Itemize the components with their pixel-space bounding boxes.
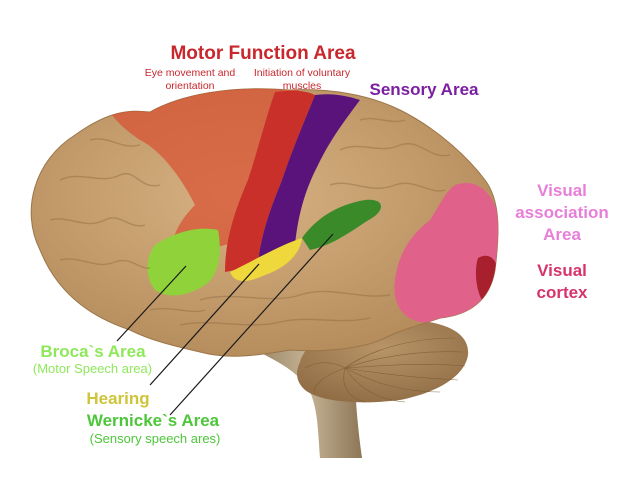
region-sensory [258,94,360,262]
eye-movement-line2: orientation [165,80,215,93]
region-hearing [230,238,302,281]
broca-pointer-line [116,265,187,342]
broca-subtitle: (Motor Speech area) [32,361,153,376]
hearing-pointer-line [149,263,260,386]
visual-association-line3: Area [543,224,581,244]
wernicke-area-label: Wernicke`s Area [86,411,220,430]
wernicke-pointer-line [169,233,334,416]
visual-association-line1: Visual [537,181,587,200]
visual-association-line2: association [515,202,609,222]
hearing-label: Hearing [86,389,150,408]
cerebellum-folia [304,337,466,403]
region-motor [225,90,315,273]
voluntary-muscles-label: Initiation of voluntary muscles [248,67,356,93]
gyri-texture [49,117,451,326]
eye-movement-line1: Eye movement and [144,67,236,79]
visual-cortex-line1: Visual [537,261,587,280]
region-premotor [110,88,300,270]
voluntary-muscles-line1: Initiation of voluntary [253,67,351,79]
visual-cortex-line2: cortex [536,282,588,302]
region-visual-association [394,183,498,323]
eye-movement-label: Eye movement and orientation [140,67,240,93]
visual-association-label: Visual association Area [506,180,618,245]
voluntary-muscles-line2: muscles [282,80,322,93]
visual-cortex-label: Visual cortex [506,260,618,304]
region-broca [147,228,220,296]
broca-area-label: Broca`s Area [40,342,146,361]
wernicke-subtitle: (Sensory speech ares) [89,431,221,446]
sensory-area-label: Sensory Area [369,80,479,99]
region-wernicke [302,199,382,250]
motor-function-area-label: Motor Function Area [170,43,356,64]
